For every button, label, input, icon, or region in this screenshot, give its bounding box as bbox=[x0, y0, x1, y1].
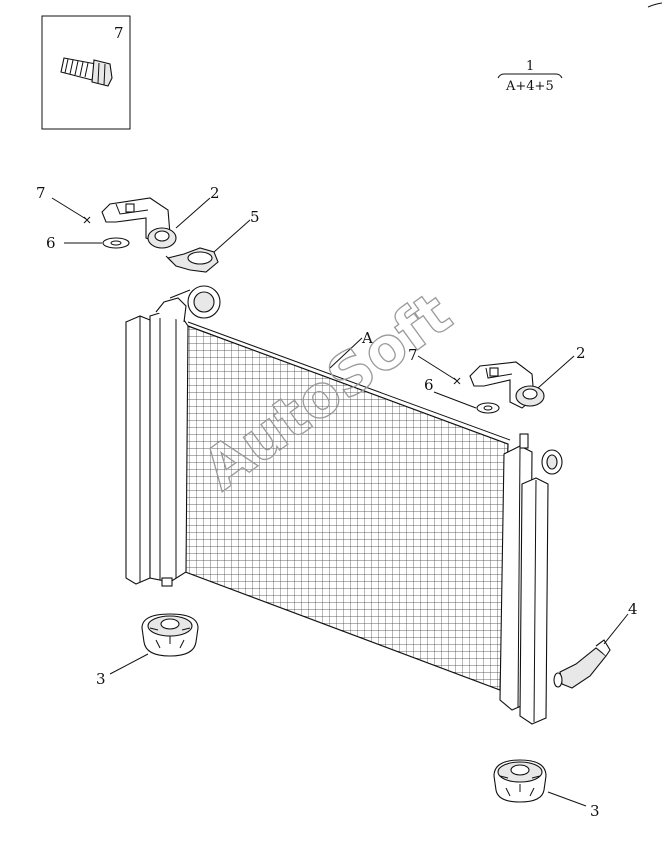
callout-2-left: 2 bbox=[210, 184, 220, 202]
fraction-numerator: 1 bbox=[526, 59, 534, 74]
corner-mark bbox=[647, 2, 663, 8]
leader-lines bbox=[51, 197, 629, 807]
washer-left bbox=[102, 237, 130, 249]
bolt-icon bbox=[60, 57, 113, 87]
radiator-left-tank bbox=[125, 285, 221, 587]
washer-right bbox=[476, 402, 500, 414]
drain-plug bbox=[553, 639, 611, 689]
hose-clamp bbox=[165, 247, 219, 273]
bracket-left bbox=[101, 197, 177, 249]
rubber-mount-right bbox=[493, 759, 547, 803]
callout-7-right: 7 bbox=[408, 346, 418, 364]
inset-number: 7 bbox=[114, 24, 124, 42]
inset-box: 7 bbox=[41, 15, 131, 130]
callout-6-left: 6 bbox=[46, 234, 56, 252]
rubber-mount-left bbox=[141, 613, 199, 657]
callout-7-left: 7 bbox=[36, 184, 46, 202]
radiator bbox=[125, 285, 563, 725]
fraction-denominator: A+4+5 bbox=[505, 79, 554, 94]
radiator-right-tank bbox=[499, 433, 563, 725]
callout-A: A bbox=[361, 329, 373, 347]
callout-4: 4 bbox=[628, 600, 638, 618]
bracket-right bbox=[469, 361, 545, 409]
callout-3-right: 3 bbox=[590, 802, 600, 820]
fraction-label: 1 A+4+5 bbox=[497, 59, 563, 94]
callout-6-right: 6 bbox=[424, 376, 434, 394]
callout-3-left: 3 bbox=[96, 670, 106, 688]
callout-5: 5 bbox=[250, 208, 260, 226]
callout-2-right: 2 bbox=[576, 344, 586, 362]
